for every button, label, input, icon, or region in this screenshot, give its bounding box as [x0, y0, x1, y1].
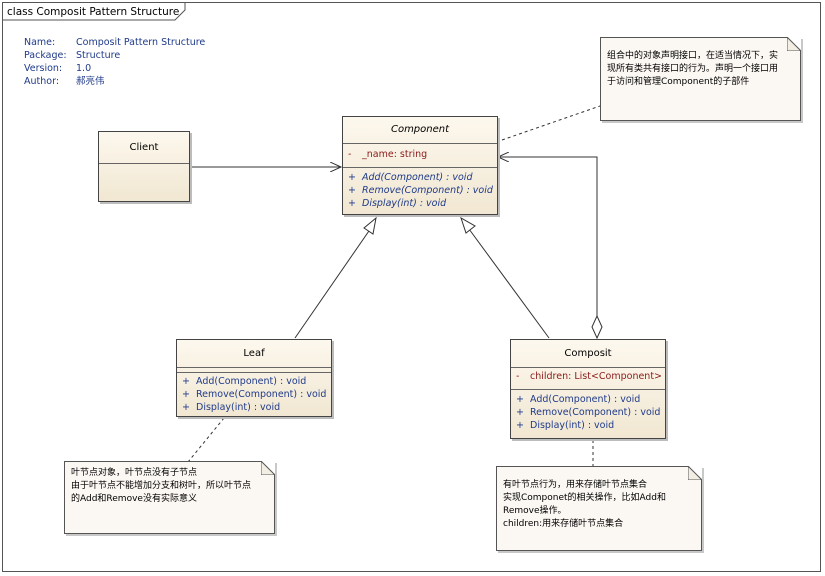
metadata-row: Version: 1.0 — [24, 62, 205, 75]
visibility-marker: + — [348, 198, 356, 209]
class-name: Component — [390, 124, 450, 135]
class-component-attributes: -_name: string — [343, 144, 497, 168]
class-component-operations: + Add(Component) : void + Remove(Component… — [343, 168, 497, 213]
frame-tab-outline — [3, 3, 186, 21]
visibility-marker: + — [516, 394, 524, 405]
note-fold-icon — [688, 466, 702, 480]
note-line: 实现Componet的相关操作，比如Add和 — [503, 493, 666, 503]
diagram-metadata: Name: Composit Pattern Structure Package… — [24, 36, 205, 88]
note-line: 叶节点对象，叶节点没有子节点 — [71, 468, 198, 478]
metadata-value: Structure — [76, 50, 121, 61]
metadata-row: Author: 郝亮伟 — [24, 75, 205, 88]
operation-row: + Add(Component) : void — [177, 375, 331, 388]
note-line: 现所有类共有接口的行为。声明一个接口用 — [607, 64, 779, 74]
metadata-key: Package: — [24, 50, 67, 61]
note-line: 有叶节点行为，用来存储叶节点集合 — [503, 480, 648, 490]
class-client-attributes — [99, 164, 189, 172]
operation-row: + Display(int) : void — [177, 401, 331, 414]
note-link-component — [501, 105, 601, 141]
note-line: 的Add和Remove没有实际意义 — [71, 494, 197, 504]
operation-row: + Display(int) : void — [343, 197, 497, 210]
class-leaf-operations: + Add(Component) : void + Remove(Component… — [177, 373, 331, 416]
class-composit[interactable]: Composit -children: List<Component> + Add… — [510, 339, 666, 439]
visibility-marker: - — [348, 149, 352, 160]
operation-text: Remove(Component) : void — [530, 407, 661, 418]
metadata-value: 郝亮伟 — [76, 76, 105, 87]
metadata-value: Composit Pattern Structure — [76, 37, 206, 48]
metadata-row: Package: Structure — [24, 49, 205, 62]
class-leaf-attributes — [177, 368, 331, 373]
visibility-marker: + — [182, 402, 190, 413]
attribute-text: _name: string — [362, 149, 428, 160]
class-leaf[interactable]: Leaf + Add(Component) : void + Remove(Comp… — [176, 339, 332, 417]
visibility-marker: - — [516, 371, 520, 382]
note-component[interactable]: 组合中的对象声明接口，在适当情况下，实 现所有类共有接口的行为。声明一个接口用 … — [600, 37, 801, 121]
operation-row: + Remove(Component) : void — [343, 184, 497, 197]
generalization-leaf-component — [294, 227, 372, 339]
metadata-key: Author: — [24, 76, 60, 87]
operation-text: Display(int) : void — [196, 402, 281, 413]
operation-row: + Add(Component) : void — [343, 171, 497, 184]
metadata-key: Name: — [24, 37, 56, 48]
note-composit[interactable]: 有叶节点行为，用来存储叶节点集合 实现Componet的相关操作，比如Add和 … — [496, 466, 702, 551]
operation-text: Remove(Component) : void — [196, 389, 327, 400]
class-leaf-header: Leaf — [177, 340, 331, 368]
note-line: 于访问和管理Component的子部件 — [607, 77, 750, 87]
class-composit-operations: + Add(Component) : void + Remove(Component… — [511, 390, 665, 435]
visibility-marker: + — [182, 376, 190, 387]
class-name: Client — [129, 142, 159, 153]
operation-row: + Add(Component) : void — [511, 393, 665, 406]
operation-row: + Remove(Component) : void — [511, 406, 665, 419]
metadata-value: 1.0 — [76, 63, 92, 74]
operation-row: + Remove(Component) : void — [177, 388, 331, 401]
note-leaf[interactable]: 叶节点对象，叶节点没有子节点 由于叶节点不能增加分支和树叶，所以叶节点 的Add… — [64, 461, 275, 534]
note-fold-icon — [261, 461, 275, 475]
attribute-row: -_name: string — [343, 148, 497, 161]
generalization-composit-component — [468, 228, 550, 339]
class-client[interactable]: Client — [98, 131, 190, 202]
note-line: children:用来存储叶节点集合 — [503, 519, 624, 529]
operation-text: Add(Component) : void — [362, 172, 473, 183]
frame-title: class Composit Pattern Structure — [7, 6, 180, 18]
class-name: Composit — [564, 348, 612, 359]
visibility-marker: + — [516, 407, 524, 418]
generalization-arrowhead-leaf — [363, 216, 377, 235]
visibility-marker: + — [182, 389, 190, 400]
note-link-leaf — [187, 417, 225, 463]
metadata-row: Name: Composit Pattern Structure — [24, 36, 205, 49]
attribute-text: children: List<Component> — [530, 371, 663, 382]
note-fold-icon — [787, 37, 801, 51]
operation-text: Remove(Component) : void — [362, 185, 493, 196]
note-line: 由于叶节点不能增加分支和树叶，所以叶节点 — [71, 481, 252, 491]
visibility-marker: + — [516, 420, 524, 431]
class-component-header: Component — [343, 117, 497, 144]
aggregation-diamond — [591, 314, 603, 340]
class-component[interactable]: Component -_name: string + Add(Component)… — [342, 116, 498, 215]
class-composit-attributes: -children: List<Component> — [511, 368, 665, 390]
operation-text: Add(Component) : void — [530, 394, 641, 405]
class-client-header: Client — [99, 132, 189, 164]
class-name: Leaf — [243, 348, 265, 359]
metadata-key: Version: — [24, 63, 63, 74]
operation-row: + Display(int) : void — [511, 419, 665, 432]
operation-text: Add(Component) : void — [196, 376, 307, 387]
visibility-marker: + — [348, 172, 356, 183]
visibility-marker: + — [348, 185, 356, 196]
class-composit-header: Composit — [511, 340, 665, 368]
note-line: 组合中的对象声明接口，在适当情况下，实 — [607, 51, 779, 61]
aggregation-composit-component — [498, 157, 598, 316]
operation-text: Display(int) : void — [530, 420, 615, 431]
operation-text: Display(int) : void — [362, 198, 447, 209]
note-line: Remove操作。 — [503, 506, 567, 516]
generalization-arrowhead-composit — [460, 216, 476, 234]
attribute-row: -children: List<Component> — [511, 370, 665, 383]
